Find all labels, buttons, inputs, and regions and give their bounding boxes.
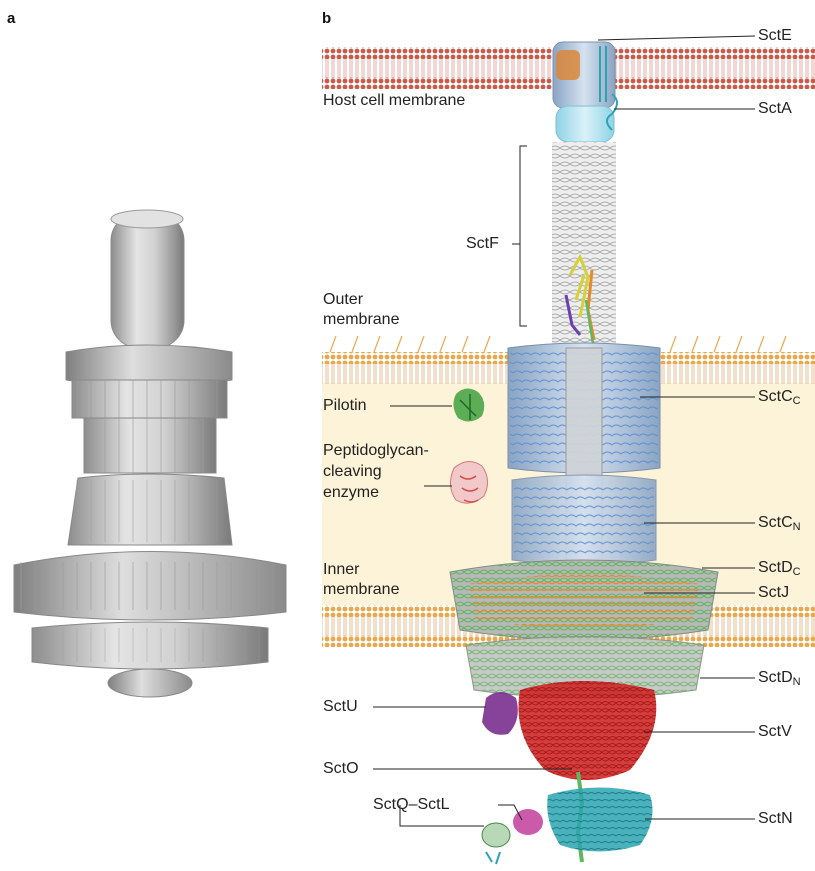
secretin-ring bbox=[508, 343, 660, 568]
label-sctDc-sub: C bbox=[793, 566, 801, 578]
label-sctCc-base: SctC bbox=[758, 388, 793, 405]
label-sctV: SctV bbox=[758, 722, 792, 742]
label-sctCn-sub: N bbox=[793, 521, 801, 533]
export-apparatus bbox=[482, 681, 656, 780]
label-sctDn-sub: N bbox=[793, 676, 801, 688]
label-sctDn-base: SctD bbox=[758, 669, 793, 686]
label-sctCn: SctCN bbox=[758, 513, 801, 537]
label-sctA: SctA bbox=[758, 99, 792, 119]
sctQ-sctL-complex bbox=[482, 809, 543, 864]
label-sctDc: SctDC bbox=[758, 558, 801, 582]
label-sctU: SctU bbox=[323, 697, 358, 717]
label-sctE: SctE bbox=[758, 26, 792, 46]
panel-label-b: b bbox=[322, 10, 331, 27]
atpase-ring bbox=[547, 788, 652, 852]
label-sctCn-base: SctC bbox=[758, 514, 793, 531]
label-inner-membrane-line1: Inner bbox=[323, 560, 359, 580]
translocon bbox=[553, 42, 617, 142]
label-sctO: SctO bbox=[323, 759, 359, 779]
label-sctN: SctN bbox=[758, 809, 793, 829]
label-peptidoglycan-line1: Peptidoglycan- bbox=[323, 441, 429, 461]
label-host-cell-membrane: Host cell membrane bbox=[323, 91, 465, 111]
panel-a-density-map bbox=[14, 210, 286, 697]
label-outer-membrane-line1: Outer bbox=[323, 290, 363, 310]
label-sctJ: SctJ bbox=[758, 583, 789, 603]
label-sctQ-sctL: SctQ–SctL bbox=[373, 795, 449, 815]
label-peptidoglycan-line3: enzyme bbox=[323, 483, 379, 503]
panel-label-a: a bbox=[7, 10, 15, 27]
label-sctDc-base: SctD bbox=[758, 559, 793, 576]
label-pilotin: Pilotin bbox=[323, 396, 367, 416]
peptidoglycan-enzyme-structure bbox=[450, 461, 487, 503]
label-sctCc: SctCC bbox=[758, 387, 801, 411]
label-peptidoglycan-line2: cleaving bbox=[323, 462, 382, 482]
label-sctDn: SctDN bbox=[758, 668, 801, 692]
label-outer-membrane-line2: membrane bbox=[323, 310, 399, 330]
label-sctF: SctF bbox=[466, 234, 499, 254]
needle-filament bbox=[552, 142, 616, 352]
label-sctCc-sub: C bbox=[793, 395, 801, 407]
label-inner-membrane-line2: membrane bbox=[323, 580, 399, 600]
inner-membrane-ring bbox=[450, 560, 718, 698]
